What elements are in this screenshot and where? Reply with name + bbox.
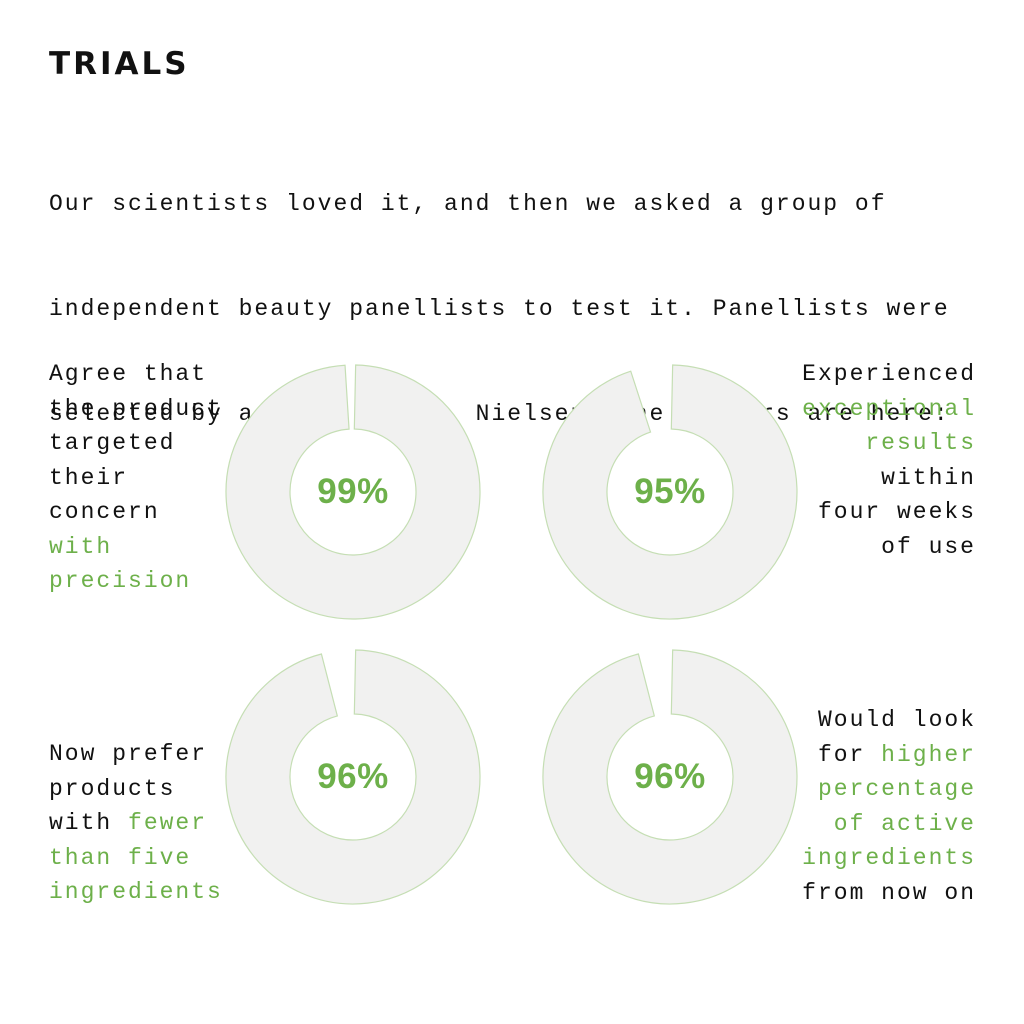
caption-text: within (881, 464, 976, 491)
caption-highlight: with (49, 533, 113, 560)
caption-highlight: precision (49, 568, 192, 594)
donut-arc (542, 364, 798, 620)
stat-4-donut-chart: 96% (540, 647, 800, 907)
caption-line: Experienced (802, 357, 976, 392)
caption-highlight: fewer (128, 810, 208, 836)
caption-line: for higher (802, 738, 976, 773)
caption-text: from now on (802, 879, 976, 906)
caption-line: within (802, 461, 976, 496)
donut-arc (225, 649, 481, 905)
intro-paragraph: Our scientists loved it, and then we ask… (49, 117, 1009, 467)
stat-2-donut-chart: 95% (540, 362, 800, 622)
caption-line: the product (49, 392, 223, 427)
caption-line: Now prefer (49, 737, 223, 772)
caption-line: of use (802, 530, 976, 565)
stat-2-caption: Experienced exceptional results within four … (802, 357, 976, 564)
page-title: TRIALS (49, 46, 190, 82)
caption-line: of active (802, 807, 976, 842)
caption-line: than five (49, 841, 223, 876)
caption-text: the product (49, 395, 223, 422)
caption-line: ingredients (49, 875, 223, 910)
donut-arc (225, 364, 481, 620)
stat-3-donut-chart: 96% (223, 647, 483, 907)
caption-text: with (49, 810, 129, 836)
caption-highlight: of active (833, 810, 976, 837)
donut-arc (542, 649, 798, 905)
stat-4-percent: 96% (634, 757, 706, 796)
stat-4-caption: Would look for higher percentage of active i… (802, 703, 976, 910)
caption-line: products (49, 772, 223, 807)
caption-highlight: higher (881, 741, 976, 768)
caption-text: concern (49, 499, 160, 525)
intro-line: independent beauty panellists to test it… (49, 296, 950, 322)
caption-highlight: results (865, 430, 976, 456)
caption-highlight: percentage (817, 776, 976, 802)
caption-line: targeted (49, 426, 223, 461)
caption-line: with fewer (49, 806, 223, 841)
donut-ring-svg (225, 649, 481, 905)
caption-line: with (49, 530, 223, 565)
caption-line: Would look (802, 703, 976, 738)
caption-highlight: ingredients (802, 845, 976, 871)
caption-line: concern (49, 495, 223, 530)
caption-line: four weeks (802, 495, 976, 530)
caption-text: Agree that (49, 361, 208, 387)
intro-line: Our scientists loved it, and then we ask… (49, 191, 887, 217)
donut-ring-svg (225, 364, 481, 620)
caption-line: precision (49, 564, 223, 599)
caption-highlight: ingredients (49, 879, 223, 905)
stat-1-donut-chart: 99% (223, 362, 483, 622)
caption-line: Agree that (49, 357, 223, 392)
caption-text: Now prefer (49, 741, 208, 767)
stat-3-percent: 96% (317, 757, 389, 796)
caption-line: exceptional (802, 392, 976, 427)
caption-line: their (49, 461, 223, 496)
caption-text: targeted (49, 430, 176, 456)
caption-highlight: exceptional (802, 395, 976, 422)
caption-text: Would look (817, 707, 976, 733)
stat-1-caption: Agree that the product targeted their concer… (49, 357, 223, 599)
stat-2-percent: 95% (634, 472, 706, 511)
caption-text: for (817, 741, 882, 768)
caption-line: results (802, 426, 976, 461)
caption-text: Experienced (802, 361, 976, 387)
caption-line: ingredients (802, 841, 976, 876)
caption-line: from now on (802, 876, 976, 911)
caption-text: of use (881, 533, 976, 560)
caption-highlight: than five (49, 844, 192, 871)
donut-ring-svg (542, 364, 798, 620)
stat-1-percent: 99% (317, 472, 389, 511)
caption-text: products (49, 775, 176, 802)
caption-line: percentage (802, 772, 976, 807)
caption-text: four weeks (817, 499, 976, 525)
caption-text: their (49, 464, 129, 491)
donut-ring-svg (542, 649, 798, 905)
stat-3-caption: Now prefer products with fewer than five ing… (49, 737, 223, 910)
